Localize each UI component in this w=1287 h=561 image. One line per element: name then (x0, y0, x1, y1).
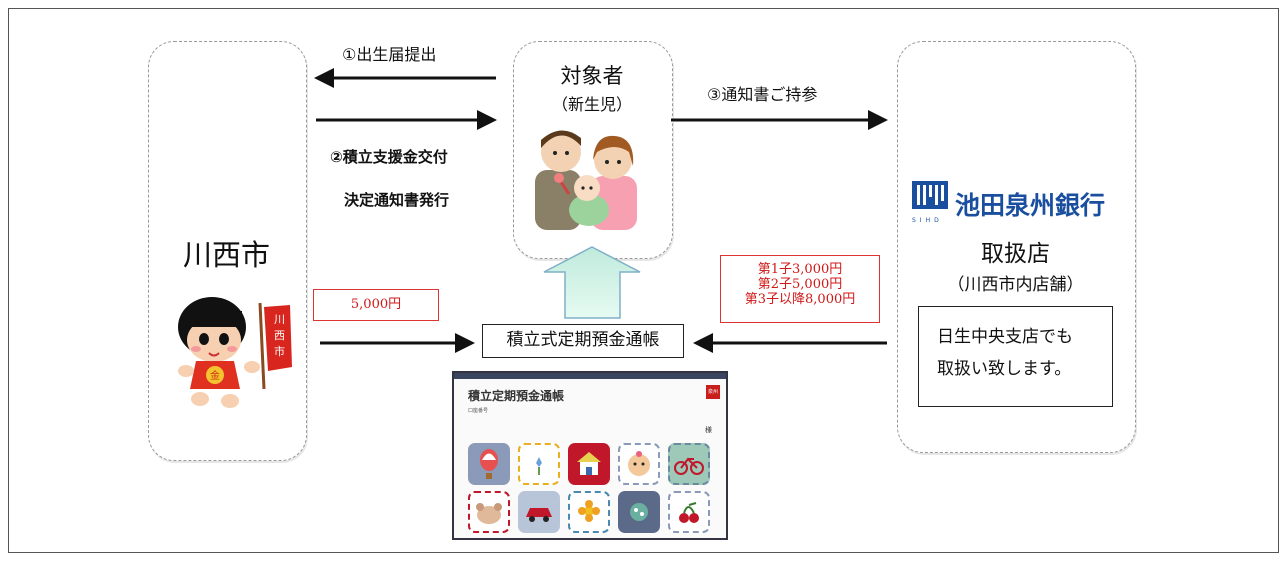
branch-note-box: 日生中央支店でも 取扱い致します。 (918, 306, 1113, 407)
bank-logo-icon (912, 181, 948, 209)
up-arrow (543, 246, 641, 319)
arrow-step1 (314, 68, 496, 88)
passbook-image: 積立定期預金通帳 口座番号 様 泉州 (452, 371, 728, 540)
step3-label: ③通知書ご持参 (707, 85, 818, 104)
bank-branch-note: （川西市内店舗） (947, 275, 1084, 295)
bank-amount-3: 第3子以降8,000円 (744, 292, 856, 307)
arrow-step2 (316, 110, 497, 130)
arrow-city-to-passbook (320, 333, 475, 353)
svg-text:西: 西 (274, 329, 285, 342)
tile-tulip-icon (518, 443, 560, 485)
svg-text:金: 金 (210, 369, 220, 382)
note-line-2: 取扱い致します。 (937, 359, 1072, 379)
passbook-sheet-sama: 様 (705, 426, 712, 434)
city-name: 川西市 (182, 238, 270, 272)
city-amount-box: 5,000円 (313, 289, 439, 321)
subject-title: 対象者 (560, 64, 624, 88)
svg-text:川: 川 (274, 313, 285, 326)
passbook-label: 積立式定期預金通帳 (482, 324, 684, 358)
subject-subtitle: （新生児） (551, 95, 632, 114)
step2-label-line2: 決定通知書発行 (344, 191, 450, 209)
tile-house-icon (568, 443, 610, 485)
city-box (148, 41, 307, 461)
arrow-step3 (671, 110, 888, 130)
tile-flower-icon (568, 491, 610, 533)
bank-name: 池田泉州銀行 (955, 191, 1106, 220)
passbook-badge: 泉州 (706, 385, 720, 399)
tile-baby-face-icon (618, 443, 660, 485)
tile-car-icon (518, 491, 560, 533)
note-line-1: 日生中央支店でも (937, 327, 1073, 347)
passbook-sheet-title: 積立定期預金通帳 (468, 389, 565, 403)
step1-label: ①出生届提出 (342, 45, 437, 64)
tile-cherry-icon (668, 491, 710, 533)
svg-text:市: 市 (274, 344, 285, 358)
city-mascot-image: 川 西 市 金 (178, 297, 292, 408)
bank-logo-sub: SIHD (912, 217, 943, 224)
tile-dots-icon (618, 491, 660, 533)
bank-amount-1: 第1子3,000円 (757, 262, 843, 277)
passbook-top-bar (454, 373, 726, 379)
tile-bicycle-icon (668, 443, 710, 485)
bank-branch: 取扱店 (981, 241, 1050, 267)
tile-bear-icon (468, 491, 510, 533)
bank-amount-2: 第2子5,000円 (757, 277, 843, 292)
family-image (535, 130, 637, 230)
diagram-frame (8, 8, 1279, 553)
bank-amount-box: 第1子3,000円 第2子5,000円 第3子以降8,000円 (720, 255, 880, 323)
step2-label-line1: ②積立支援金交付 (330, 148, 448, 166)
tile-balloon-icon (468, 443, 510, 485)
arrow-bank-to-passbook (693, 333, 887, 353)
passbook-sheet-small: 口座番号 (468, 408, 489, 414)
